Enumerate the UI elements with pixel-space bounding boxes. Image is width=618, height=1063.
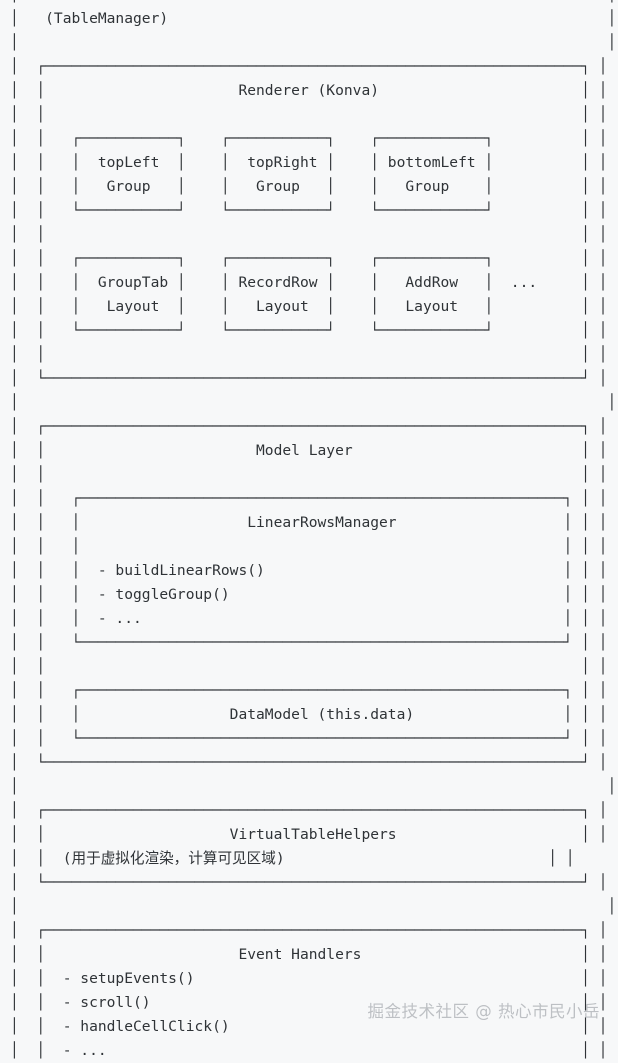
ascii-architecture-diagram: │ │ │ (TableManager) │ │ <box>10 0 617 1059</box>
